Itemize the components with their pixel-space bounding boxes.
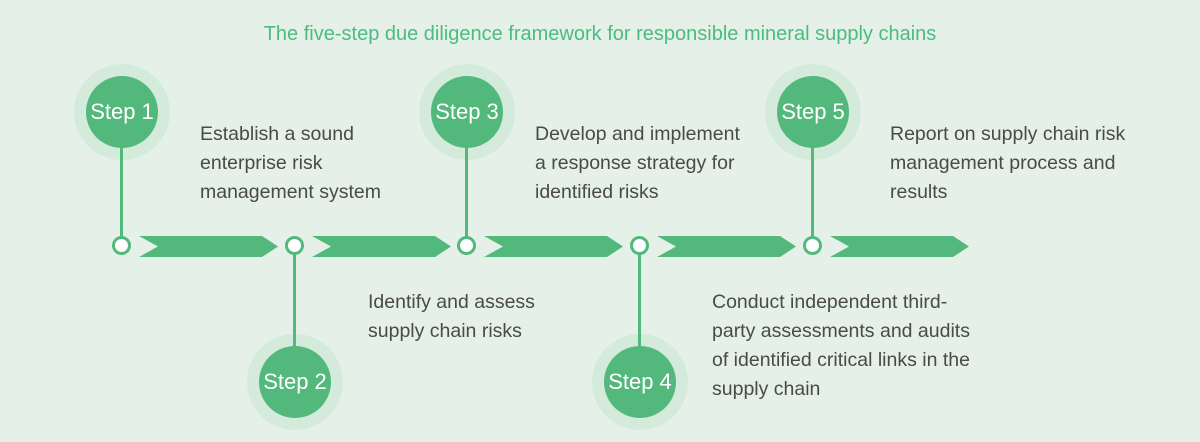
- step-4-connector-line: [638, 254, 641, 347]
- timeline-arrow-3: [484, 236, 623, 257]
- step-2-timeline-node: [285, 236, 304, 255]
- timeline-arrow-2: [312, 236, 451, 257]
- step-1-badge: Step 1: [86, 76, 158, 148]
- step-4-description: Conduct independent third- party assessm…: [712, 291, 970, 400]
- step-1-connector-line: [120, 147, 123, 239]
- step-5-connector-line: [811, 147, 814, 239]
- timeline-arrow-1: [139, 236, 278, 257]
- timeline-arrow-5: [830, 236, 969, 257]
- step-2-description: Identify and assess supply chain risks: [368, 291, 535, 342]
- step-3-timeline-node: [457, 236, 476, 255]
- step-2-connector-line: [293, 254, 296, 347]
- step-1-timeline-node: [112, 236, 131, 255]
- step-5-badge: Step 5: [777, 76, 849, 148]
- step-3-connector-line: [465, 147, 468, 239]
- step-2-badge: Step 2: [259, 346, 331, 418]
- step-4-badge: Step 4: [604, 346, 676, 418]
- step-5-description: Report on supply chain risk management p…: [890, 123, 1126, 203]
- step-3-description: Develop and implement a response strateg…: [535, 123, 740, 203]
- timeline-arrow-4: [657, 236, 796, 257]
- step-3-badge: Step 3: [431, 76, 503, 148]
- step-1-description: Establish a sound enterprise risk manage…: [200, 123, 381, 203]
- step-4-timeline-node: [630, 236, 649, 255]
- step-5-timeline-node: [803, 236, 822, 255]
- diagram-title: The five-step due diligence framework fo…: [263, 23, 937, 45]
